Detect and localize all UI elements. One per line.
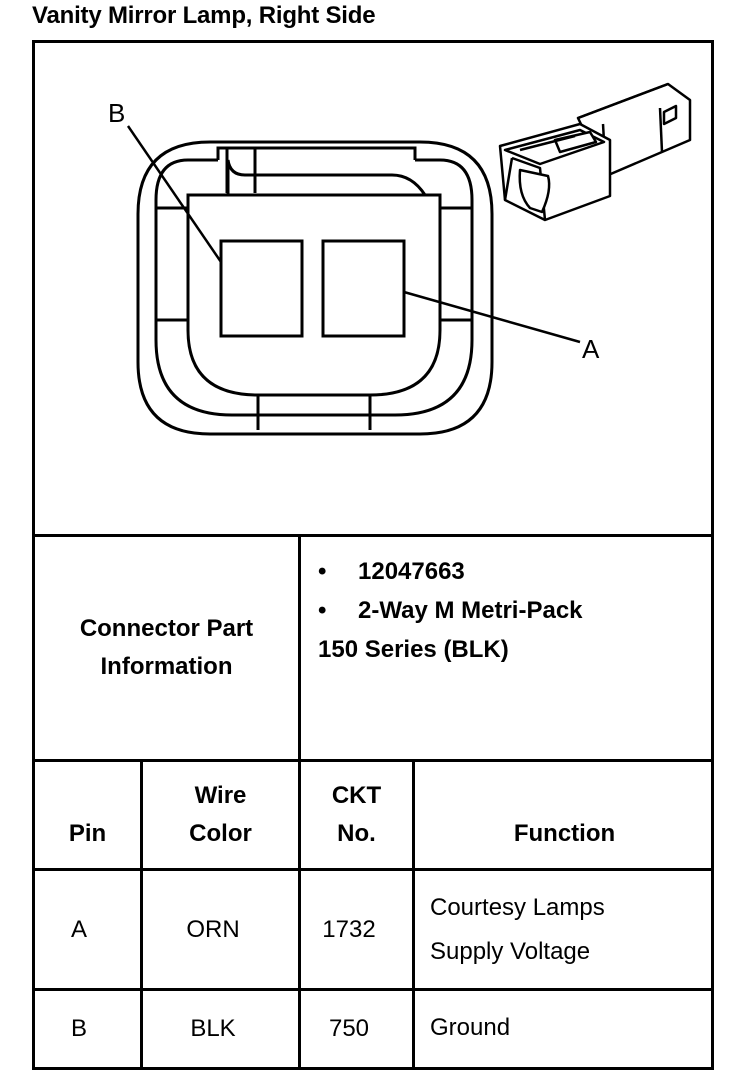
pin-label-b: B bbox=[108, 98, 125, 128]
header-pin-label: Pin bbox=[68, 820, 107, 847]
header-function: Function bbox=[415, 815, 714, 853]
header-ckt-no: CKT No. bbox=[301, 777, 412, 853]
row-b-pin: B bbox=[70, 1015, 87, 1042]
divider-diagram-bottom bbox=[32, 534, 714, 537]
row-a-wire-color: ORN bbox=[186, 915, 240, 943]
part-info-label: Connector Part Information bbox=[35, 537, 298, 759]
pin-label-a: A bbox=[582, 334, 600, 364]
part-number-line: • 12047663 bbox=[318, 552, 583, 591]
header-ckt-line2: No. bbox=[337, 820, 376, 847]
divider-partinfo-bottom bbox=[32, 759, 714, 762]
connector-inner-ring bbox=[154, 158, 474, 417]
divider-partinfo-column bbox=[298, 534, 301, 762]
header-function-label: Function bbox=[513, 820, 616, 847]
connector-housing-outline bbox=[136, 140, 494, 436]
part-description: 2-Way M Metri-Pack bbox=[358, 597, 583, 624]
divider-col-wire bbox=[298, 759, 301, 1070]
part-description-line2: 150 Series (BLK) bbox=[318, 636, 509, 663]
row-b-ckt: 750 bbox=[328, 1015, 370, 1042]
header-wire-color-line2: Color bbox=[189, 820, 252, 847]
header-wire-color: Wire Color bbox=[143, 777, 298, 853]
leader-line-b bbox=[126, 125, 223, 263]
row-a-ckt: 1732 bbox=[322, 915, 376, 943]
header-wire-color-line1: Wire bbox=[194, 782, 247, 809]
bullet-description: • bbox=[318, 597, 327, 624]
part-info-details: • 12047663 • 2-Way M Metri-Pack 150 Series… bbox=[318, 552, 583, 669]
leader-line-a bbox=[403, 290, 581, 344]
row-a-function-line1: Courtesy Lamps bbox=[430, 894, 605, 921]
divider-col-pin bbox=[140, 759, 143, 1070]
part-info-label-line2: Information bbox=[100, 653, 233, 680]
page-title: Vanity Mirror Lamp, Right Side bbox=[32, 2, 376, 29]
connector-center-plug bbox=[186, 159, 442, 397]
divider-header-bottom bbox=[32, 868, 714, 871]
row-a-function-line2: Supply Voltage bbox=[430, 938, 591, 965]
row-a-pin: A bbox=[70, 915, 87, 943]
connector-isometric-view bbox=[498, 82, 692, 222]
part-number: 12047663 bbox=[358, 558, 465, 585]
row-b-function: Ground bbox=[430, 1014, 511, 1041]
terminal-cavity-a bbox=[321, 239, 406, 338]
header-pin: Pin bbox=[35, 815, 140, 853]
bullet-part-number: • bbox=[318, 558, 327, 585]
part-description-line1: • 2-Way M Metri-Pack bbox=[318, 591, 583, 630]
connector-face-diagram: B A bbox=[108, 82, 692, 436]
part-info-label-line1: Connector Part bbox=[79, 615, 254, 642]
divider-row-a-bottom bbox=[32, 988, 714, 991]
row-a-function: Courtesy Lamps Supply Voltage bbox=[430, 886, 605, 974]
row-b-wire-color: BLK bbox=[190, 1015, 236, 1042]
connector-info-frame bbox=[32, 40, 714, 1070]
divider-col-ckt bbox=[412, 759, 415, 1070]
header-ckt-line1: CKT bbox=[331, 782, 382, 809]
terminal-cavity-b bbox=[219, 239, 304, 338]
